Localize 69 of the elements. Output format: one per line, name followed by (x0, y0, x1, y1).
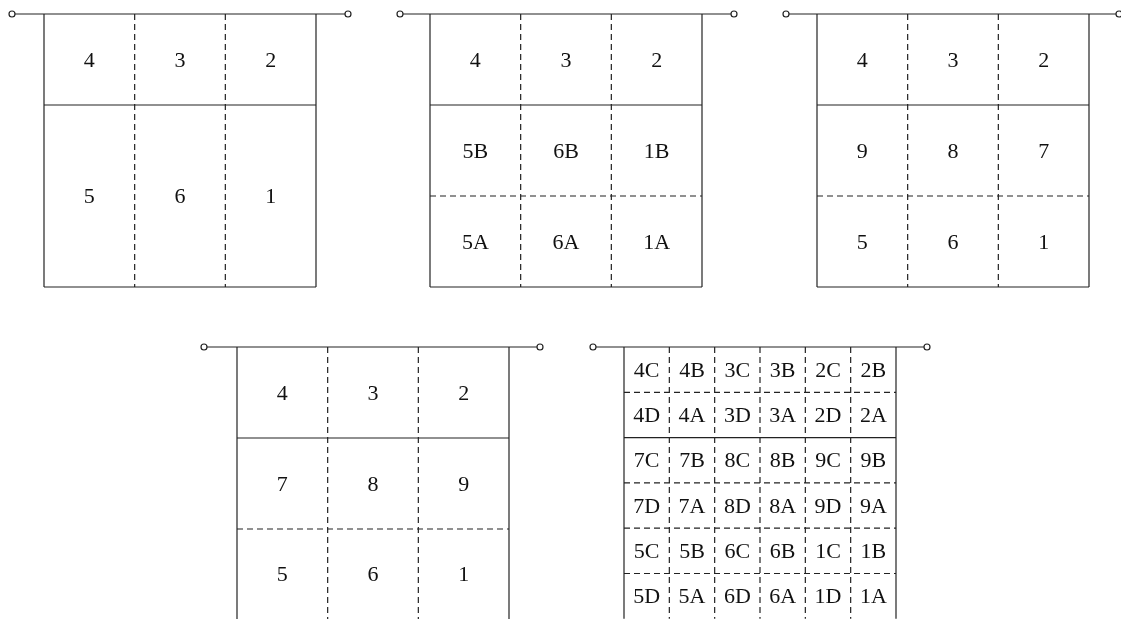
zone-number: 3 (367, 379, 379, 406)
zone-number: 2A (859, 401, 887, 428)
zone-number: 6 (367, 561, 379, 587)
zone-number: 1D (814, 583, 842, 610)
zone-number: 4 (83, 46, 95, 73)
zone-number: 4 (856, 46, 868, 73)
zone-number: 5B (462, 137, 489, 164)
zone-number: 3C (724, 356, 751, 383)
zone-number: 6B (769, 537, 796, 564)
zone-number: 3 (947, 46, 959, 73)
zone-number: 6 (947, 228, 959, 255)
zone-number: 1 (1038, 228, 1050, 255)
zone-number: 9A (859, 492, 887, 519)
zone-number: 4 (276, 379, 288, 406)
zone-number: 2 (1038, 46, 1050, 73)
zone-number: 2D (814, 401, 842, 428)
zone-number: 1A (643, 228, 671, 255)
zone-number: 6D (723, 583, 751, 610)
zone-number: 2 (265, 46, 277, 73)
zone-number: 6B (553, 137, 579, 164)
zone-number: 8 (947, 137, 959, 164)
zone-number: 2C (815, 356, 841, 383)
zone-number: 5B (679, 537, 705, 564)
zone-number: 6 (174, 183, 186, 209)
zone-number: 4C (633, 356, 660, 383)
zone-number: 1B (643, 137, 670, 164)
zone-number: 1C (815, 537, 841, 564)
zone-number: 3 (174, 46, 186, 73)
zone-number: 4B (679, 356, 705, 383)
zone-number: 8C (724, 447, 751, 474)
zone-number: 6C (724, 537, 751, 564)
zone-number: 9 (458, 470, 470, 497)
zone-number: 5A (461, 228, 489, 255)
zone-number: 6A (552, 228, 580, 255)
zone-number: 9 (856, 137, 868, 164)
zone-number: 9B (860, 447, 887, 474)
zone-number: 7 (1038, 137, 1050, 164)
zone-number: 1B (860, 537, 887, 564)
zone-number: 7 (276, 470, 288, 497)
zone-number: 3A (769, 401, 797, 428)
zone-number: 3D (723, 401, 751, 428)
zone-number: 5D (633, 583, 661, 610)
zone-number: 5 (856, 228, 868, 255)
zone-number: 3B (769, 356, 796, 383)
zone-number: 2 (651, 46, 663, 73)
zone-number: 3 (560, 46, 572, 73)
zone-number: 4A (678, 401, 706, 428)
zone-number: 8B (769, 447, 796, 474)
zone-number: 1 (265, 183, 277, 209)
zone-number: 9D (814, 492, 842, 519)
zone-number: 7C (633, 447, 660, 474)
zone-number: 5 (276, 561, 288, 587)
zone-number: 2B (860, 356, 887, 383)
zone-number: 1 (458, 561, 470, 587)
zone-number: 9C (815, 447, 841, 474)
zone-number: 4 (469, 46, 481, 73)
zone-number: 7D (633, 492, 661, 519)
zone-number: 6A (769, 583, 797, 610)
zone-number: 8D (723, 492, 751, 519)
zone-number: 5A (678, 583, 706, 610)
zone-number: 1A (859, 583, 887, 610)
zone-number: 5 (83, 183, 95, 209)
zone-number: 8 (367, 470, 379, 497)
zone-number: 7A (678, 492, 706, 519)
zone-number: 5C (633, 537, 660, 564)
zone-number: 7B (679, 447, 705, 474)
zone-number: 4D (633, 401, 661, 428)
zone-number: 2 (458, 379, 470, 406)
zone-number: 8A (769, 492, 797, 519)
